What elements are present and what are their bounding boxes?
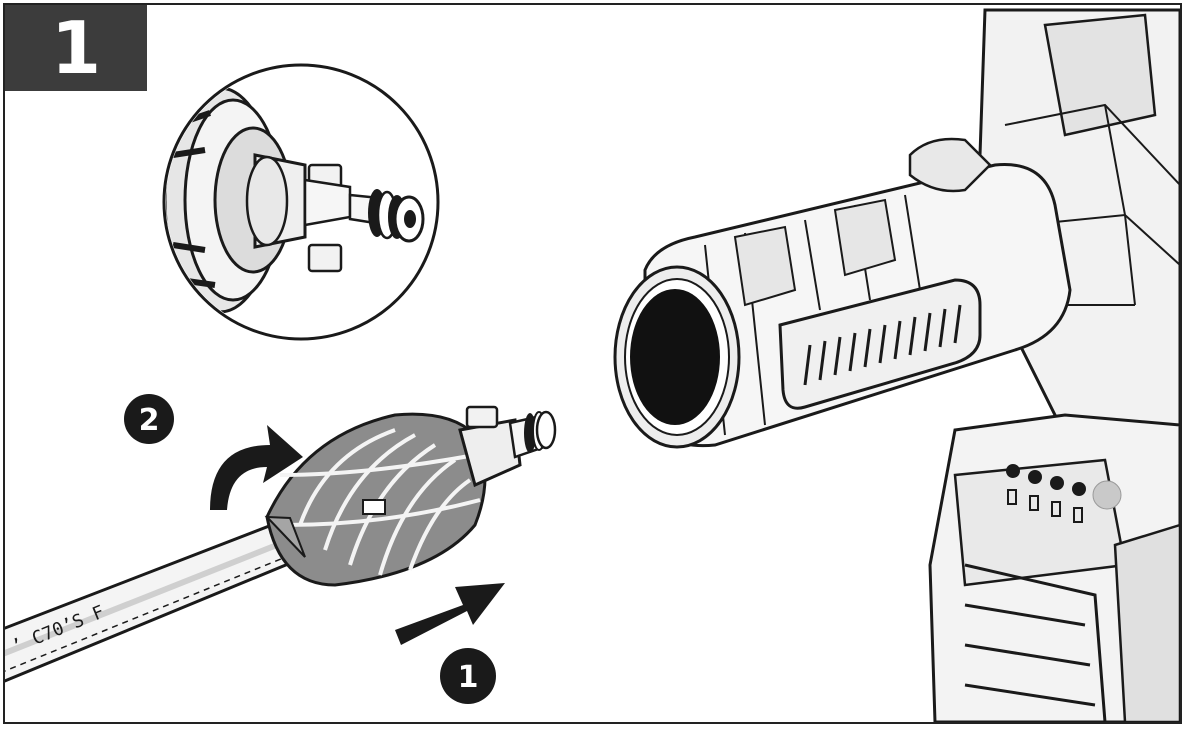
connector-detail-inset <box>162 63 440 341</box>
push-arrow <box>395 583 505 645</box>
step-number-tab: 1 <box>5 5 147 91</box>
wand-lance: ’ C70’S F <box>5 516 307 683</box>
svg-text:1: 1 <box>458 660 479 695</box>
illustration: ’ C70’S F <box>5 8 1180 722</box>
svg-text:2: 2 <box>139 403 160 438</box>
callout-badge-1: 1 <box>440 648 496 704</box>
battery-level-indicator <box>1006 464 1122 523</box>
nozzle-tip <box>264 405 557 587</box>
callout-badge-2: 2 <box>124 394 174 444</box>
pressure-washer-gun <box>613 8 1180 722</box>
twist-arrow <box>210 425 303 510</box>
instruction-panel: 1 <box>3 3 1182 724</box>
